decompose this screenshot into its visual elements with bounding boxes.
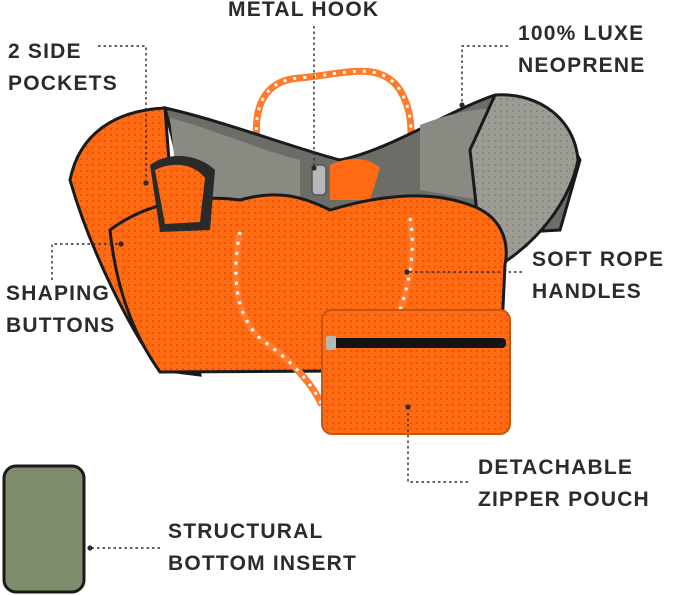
rope-handle-back [252,67,415,151]
callout-shaping-buttons: SHAPING BUTTONS [6,282,116,337]
rope-handle-front [232,217,416,407]
zipper-pouch [321,309,511,435]
callout-bottom-insert: STRUCTURAL BOTTOM INSERT [168,520,358,575]
callout-leaders [51,26,522,551]
metal-hook-icon [311,164,327,196]
callout-rope-handles: SOFT ROPE HANDLES [532,248,665,303]
callout-side-pockets: 2 SIDE POCKETS [8,40,118,95]
callout-neoprene: 100% LUXE NEOPRENE [518,22,646,77]
callout-metal-hook: METAL HOOK [228,0,380,21]
callout-zipper-pouch: DETACHABLE ZIPPER POUCH [478,456,650,511]
zipper-pull-icon [326,336,336,350]
bottom-insert [2,464,86,594]
